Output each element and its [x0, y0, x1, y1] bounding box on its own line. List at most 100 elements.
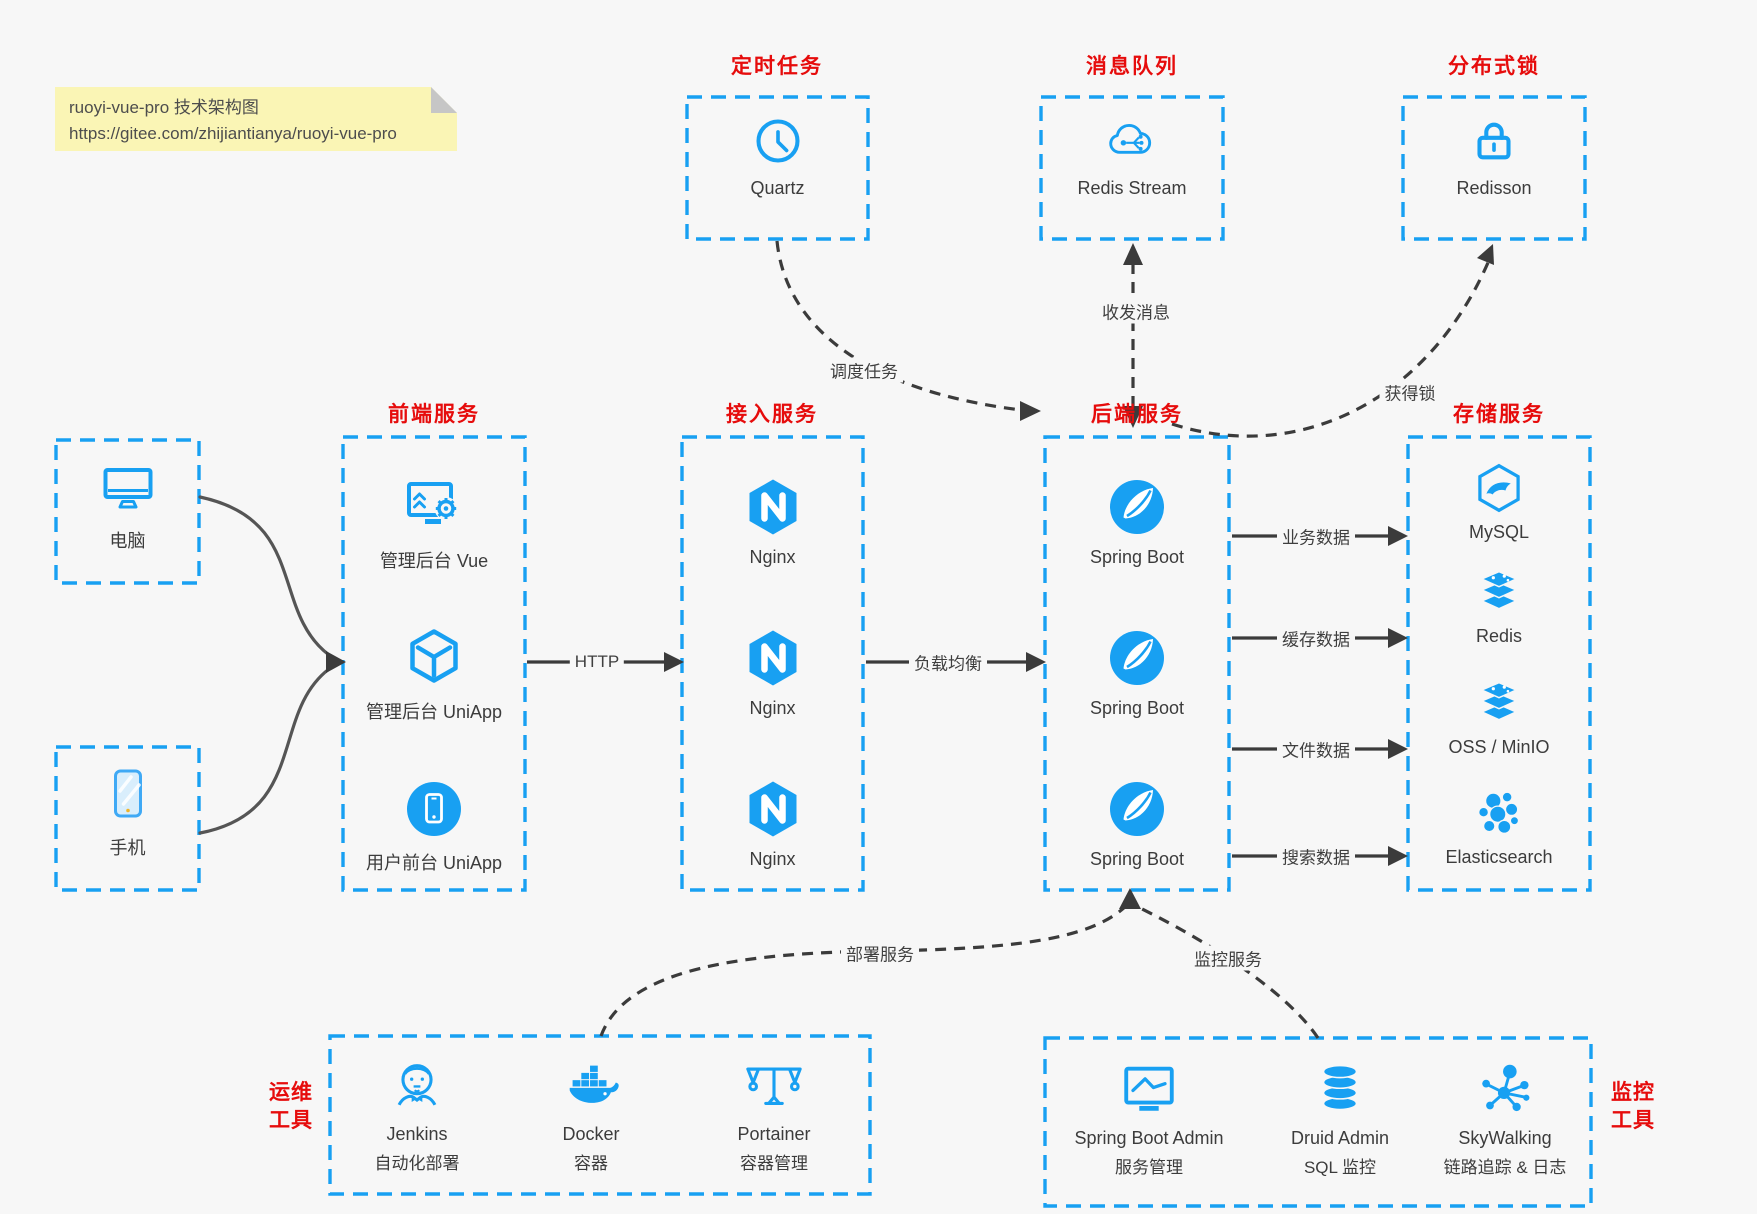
edge-label-load-balance: 负载均衡: [909, 649, 987, 675]
edge-label-business-data: 业务数据: [1277, 523, 1355, 549]
node-nginx-2: Nginx: [682, 626, 863, 719]
node-sublabel: 链路追踪 & 日志: [1443, 1158, 1567, 1177]
node-label: Nginx: [749, 698, 796, 718]
node-sublabel: 自动化部署: [374, 1154, 460, 1173]
ops-tools-line1: 运维: [269, 1081, 313, 1104]
node-label: 管理后台 Vue: [379, 551, 489, 571]
node-skywalking: SkyWalking 链路追踪 & 日志: [1420, 1058, 1590, 1178]
nginx-icon: [749, 630, 796, 686]
node-label: Spring Boot: [1089, 849, 1185, 869]
title-frontend-services: 前端服务: [388, 403, 480, 426]
node-label: Redisson: [1456, 178, 1532, 198]
edge-label-schedule-task: 调度任务: [825, 357, 903, 383]
node-redisson: Redisson: [1403, 112, 1585, 199]
edge-label-send-receive: 收发消息: [1097, 298, 1175, 324]
node-admin-vue: 管理后台 Vue: [343, 475, 525, 573]
redis-stack-icon: [1480, 681, 1518, 721]
node-jenkins: Jenkins 自动化部署: [332, 1054, 502, 1174]
nginx-icon: [749, 781, 796, 837]
node-label: Spring Boot: [1089, 547, 1185, 567]
node-phone: 手机: [56, 762, 199, 860]
node-sublabel: 服务管理: [1115, 1158, 1183, 1177]
monitor-tools-line2: 工具: [1611, 1109, 1655, 1133]
node-label: 管理后台 UniApp: [365, 702, 503, 722]
node-label: 手机: [109, 838, 146, 858]
edge-label-file-data: 文件数据: [1277, 736, 1355, 762]
node-label: Elasticsearch: [1445, 847, 1553, 867]
title-message-queue: 消息队列: [1086, 55, 1178, 78]
edge-label-cache-data: 缓存数据: [1277, 625, 1355, 651]
spring-boot-icon: [1110, 782, 1164, 836]
node-redis: Redis: [1408, 566, 1590, 647]
edge-label-monitor: 监控服务: [1189, 945, 1267, 971]
node-computer: 电脑: [56, 455, 199, 553]
node-label: 用户前台 UniApp: [365, 853, 503, 873]
nginx-icon: [749, 479, 796, 535]
note-url: https://gitee.com/zhijiantianya/ruoyi-vu…: [69, 123, 397, 143]
admin-vue-icon: [407, 482, 458, 524]
node-label: MySQL: [1468, 522, 1529, 542]
node-redis-stream: Redis Stream: [1041, 112, 1223, 199]
skywalking-icon: [1482, 1064, 1530, 1112]
node-sublabel: SQL 监控: [1303, 1158, 1377, 1177]
lock-icon: [1477, 122, 1511, 160]
redis-stack-icon: [1480, 570, 1518, 610]
edge-label-search-data: 搜索数据: [1277, 843, 1355, 869]
ops-tools-line2: 工具: [269, 1109, 313, 1133]
node-label: Druid Admin: [1290, 1128, 1390, 1148]
node-user-uniapp: 用户前台 UniApp: [343, 777, 525, 875]
monitor-tools-line1: 监控: [1611, 1081, 1655, 1104]
node-sublabel: 容器管理: [740, 1154, 808, 1173]
desktop-icon: [103, 468, 152, 509]
node-quartz: Quartz: [687, 112, 868, 199]
mobile-icon: [113, 769, 142, 818]
node-label: Nginx: [749, 849, 796, 869]
title-scheduled-tasks: 定时任务: [731, 55, 823, 78]
uniapp-cube-icon: [410, 629, 458, 683]
node-label: OSS / MinIO: [1448, 737, 1550, 757]
node-docker: Docker 容器: [506, 1054, 676, 1174]
title-distributed-lock: 分布式锁: [1448, 55, 1540, 78]
node-label: Spring Boot: [1089, 698, 1185, 718]
edge-label-acquire-lock: 获得锁: [1379, 379, 1441, 405]
title-backend-services: 后端服务: [1091, 403, 1183, 426]
node-admin-uniapp: 管理后台 UniApp: [343, 626, 525, 724]
spring-boot-icon: [1110, 480, 1164, 534]
node-label: Redis Stream: [1077, 178, 1187, 198]
mysql-icon: [1478, 463, 1520, 513]
node-druid-admin: Druid Admin SQL 监控: [1255, 1058, 1425, 1178]
node-nginx-3: Nginx: [682, 777, 863, 870]
edge-label-http: HTTP: [569, 652, 625, 672]
spring-boot-icon: [1110, 631, 1164, 685]
node-nginx-1: Nginx: [682, 475, 863, 568]
node-sublabel: 容器: [574, 1154, 608, 1173]
node-label: Spring Boot Admin: [1074, 1128, 1224, 1148]
node-label: Quartz: [750, 178, 805, 198]
spring-boot-admin-icon: [1124, 1066, 1174, 1111]
node-spring-boot-1: Spring Boot: [1045, 475, 1229, 568]
user-app-icon: [407, 782, 461, 836]
note-title: ruoyi-vue-pro 技术架构图: [69, 98, 259, 117]
node-spring-boot-2: Spring Boot: [1045, 626, 1229, 719]
node-label: SkyWalking: [1458, 1128, 1552, 1148]
node-spring-boot-3: Spring Boot: [1045, 777, 1229, 870]
node-mysql: MySQL: [1408, 462, 1590, 543]
node-label: Portainer: [737, 1124, 811, 1144]
sticky-note: ruoyi-vue-pro 技术架构图 https://gitee.com/zh…: [55, 87, 457, 151]
druid-icon: [1322, 1064, 1358, 1111]
node-label: Nginx: [749, 547, 796, 567]
clock-icon: [755, 119, 800, 163]
cloud-share-icon: [1109, 123, 1152, 154]
node-label: Redis: [1475, 626, 1523, 646]
elasticsearch-icon: [1478, 791, 1520, 834]
node-label: Docker: [562, 1124, 620, 1144]
title-gateway-services: 接入服务: [726, 403, 818, 426]
node-label: 电脑: [109, 531, 146, 551]
node-label: Jenkins: [386, 1124, 448, 1144]
jenkins-icon: [397, 1064, 437, 1106]
title-monitor-tools: 监控 工具: [1602, 1079, 1664, 1136]
title-ops-tools: 运维 工具: [260, 1079, 322, 1136]
edge-label-deploy: 部署服务: [841, 940, 919, 966]
node-elasticsearch: Elasticsearch: [1408, 787, 1590, 868]
